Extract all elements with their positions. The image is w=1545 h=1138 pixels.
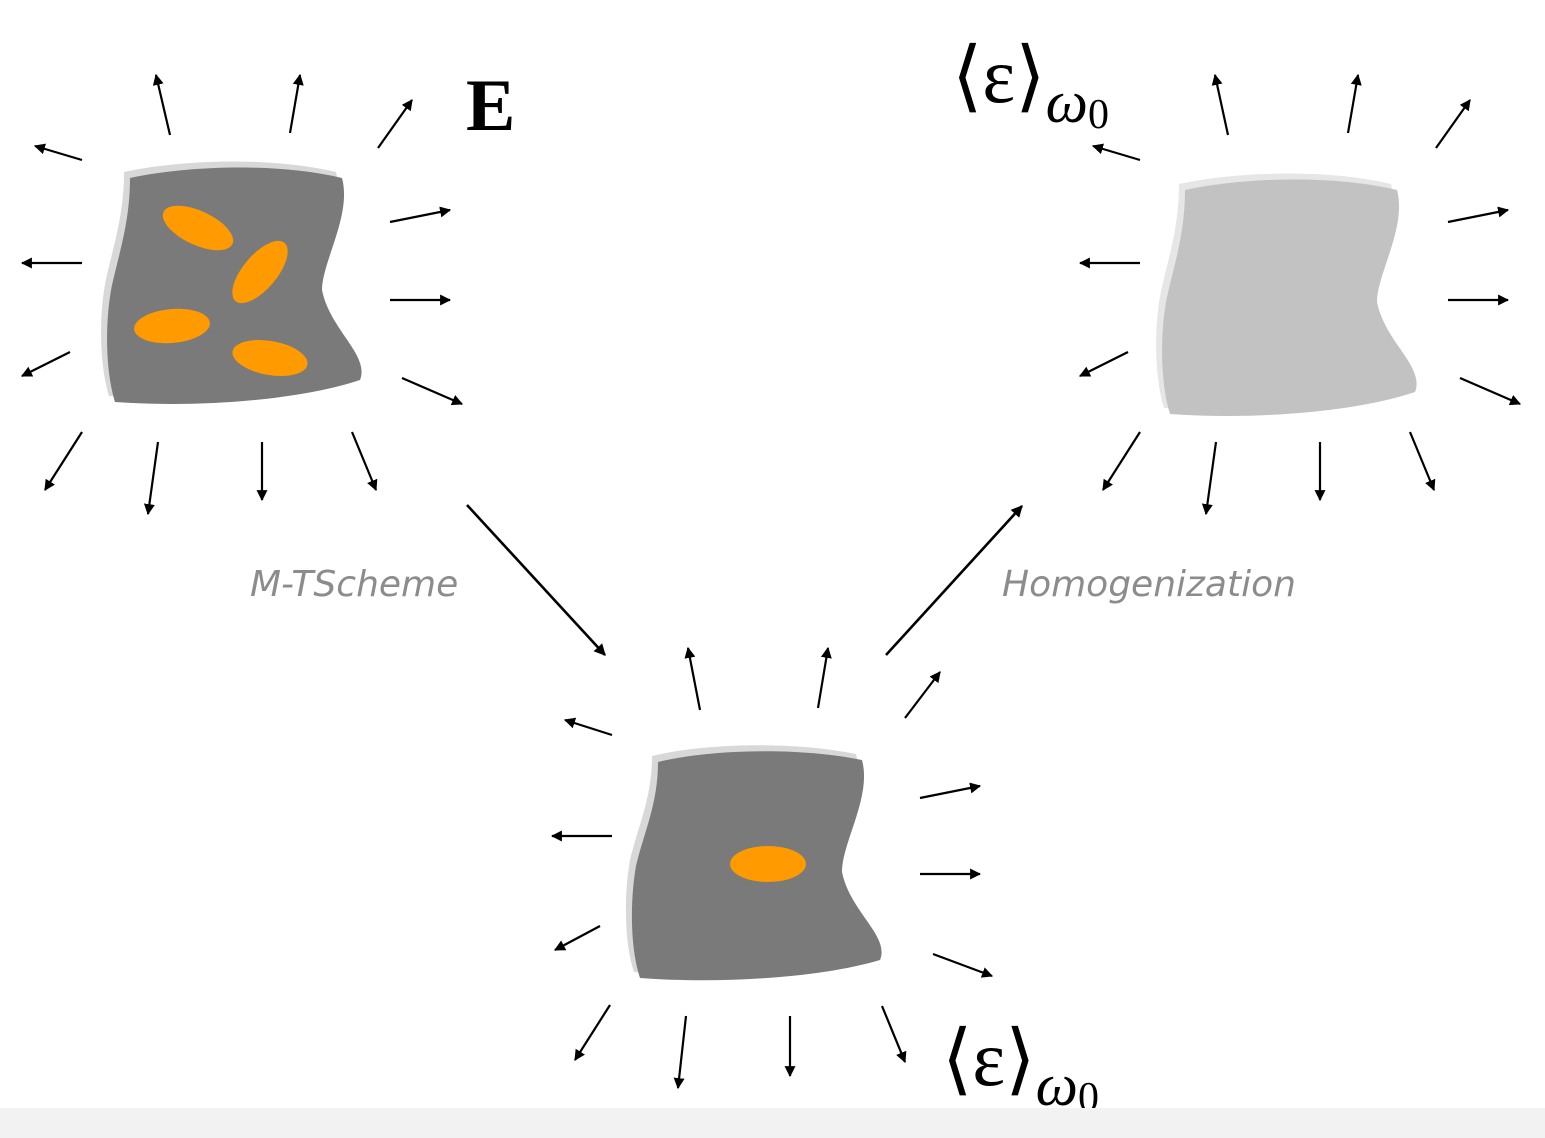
mt-scheme-arrow [466,504,606,656]
average-strain-label-bottom: ⟨ε⟩ω0 [942,1015,1099,1121]
inclusion-ellipse [162,205,234,251]
applied-field-label: E [466,65,515,147]
boundary-load-arrows [20,73,464,516]
single-inclusion-block: ⟨ε⟩ω0 [550,646,1099,1121]
boundary-load-arrows [550,646,994,1090]
inclusion-ellipse [232,240,288,304]
heterogeneous-composite-block: E [20,65,515,516]
inclusion-ellipse [730,846,806,882]
homogenization-arrow [885,505,1023,656]
inclusion-ellipse [134,308,210,344]
average-strain-label-top: ⟨ε⟩ω0 [952,32,1109,138]
boundary-load-arrows [1078,73,1522,516]
process-arrows [466,504,1023,656]
homogenized-medium-block: ⟨ε⟩ω0 [952,32,1522,516]
homogenization-label: Homogenization [1002,564,1296,605]
mt-scheme-label: M-TScheme [250,564,458,605]
homogenized-matrix [1162,179,1417,416]
bottom-margin-strip [0,1108,1545,1138]
inclusion-ellipse [232,340,308,376]
